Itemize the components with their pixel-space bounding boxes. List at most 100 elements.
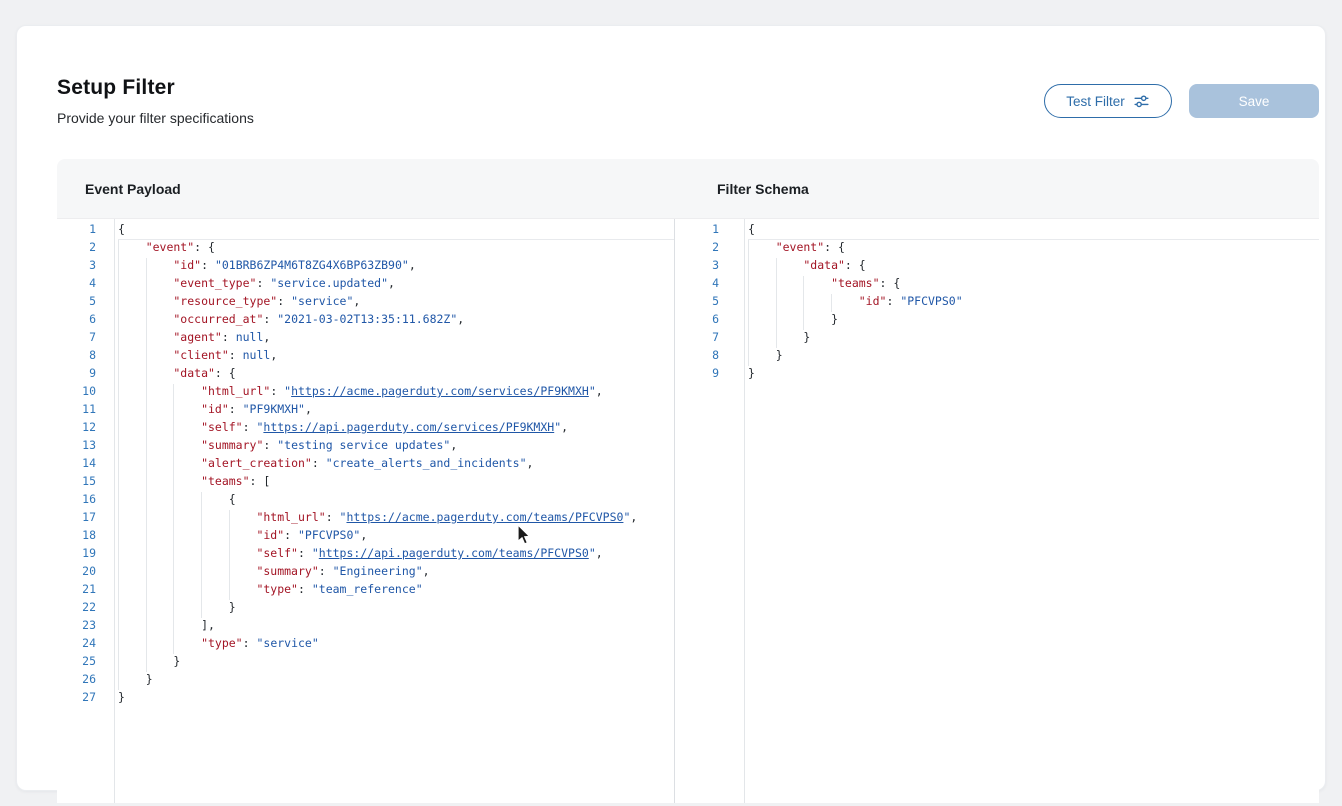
code-line: "id": "PF9KMXH", bbox=[118, 402, 674, 420]
code-link[interactable]: https://acme.pagerduty.com/services/PF9K… bbox=[291, 384, 589, 398]
indent-guide bbox=[803, 276, 831, 294]
code-token: "service" bbox=[291, 294, 354, 308]
code-line: } bbox=[118, 690, 674, 708]
indent-guide bbox=[118, 258, 146, 276]
code-content[interactable]: {"event": {"data": {"teams": {"id": "PFC… bbox=[745, 219, 1319, 803]
code-token: , bbox=[408, 258, 416, 272]
line-number: 20 bbox=[82, 564, 96, 578]
code-line: } bbox=[748, 366, 1319, 384]
indent-guide bbox=[803, 312, 831, 330]
editors-header: Event Payload Filter Schema bbox=[57, 159, 1319, 219]
indent-guide bbox=[775, 294, 804, 312]
code-token: "team_reference" bbox=[311, 582, 423, 596]
indent-guide bbox=[145, 312, 174, 330]
code-line: "occurred_at": "2021-03-02T13:35:11.682Z… bbox=[118, 312, 674, 330]
line-number: 12 bbox=[82, 420, 96, 434]
indent-guide bbox=[145, 636, 174, 654]
code-token: : bbox=[263, 312, 278, 326]
code-token: : { bbox=[194, 240, 215, 254]
line-number: 10 bbox=[82, 384, 96, 398]
code-line: { bbox=[118, 222, 674, 240]
code-link[interactable]: https://api.pagerduty.com/services/PF9KM… bbox=[263, 420, 555, 434]
line-number: 18 bbox=[82, 528, 96, 542]
code-link[interactable]: https://api.pagerduty.com/teams/PFCVPS0 bbox=[318, 546, 589, 560]
indent-guide bbox=[201, 546, 229, 564]
sliders-icon bbox=[1133, 93, 1150, 110]
indent-guide bbox=[173, 564, 201, 582]
setup-filter-card: Setup Filter Provide your filter specifi… bbox=[16, 25, 1326, 803]
code-token: "event" bbox=[145, 240, 195, 254]
code-token: , bbox=[457, 312, 465, 326]
indent-guide bbox=[145, 510, 174, 528]
line-number: 3 bbox=[89, 258, 96, 272]
code-token: : bbox=[311, 456, 326, 470]
indent-guide bbox=[118, 276, 146, 294]
code-token: null bbox=[235, 330, 264, 344]
indent-guide bbox=[118, 240, 146, 258]
indent-guide bbox=[201, 600, 229, 618]
code-line: } bbox=[118, 672, 674, 690]
line-number: 15 bbox=[82, 474, 96, 488]
line-number: 7 bbox=[89, 330, 96, 344]
code-line: ], bbox=[118, 618, 674, 636]
indent-guide bbox=[228, 546, 257, 564]
code-token: { bbox=[228, 492, 236, 506]
line-number: 19 bbox=[82, 546, 96, 560]
code-link[interactable]: https://acme.pagerduty.com/teams/PFCVPS0 bbox=[346, 510, 624, 524]
code-line: } bbox=[748, 348, 1319, 366]
code-content[interactable]: {"event": {"id": "01BRB6ZP4M6T8ZG4X6BP63… bbox=[115, 219, 674, 803]
indent-guide bbox=[118, 474, 146, 492]
line-number: 4 bbox=[712, 276, 719, 290]
indent-guide bbox=[228, 528, 257, 546]
code-token: "create_alerts_and_incidents" bbox=[325, 456, 527, 470]
indent-guide bbox=[775, 276, 804, 294]
code-token: "id" bbox=[858, 294, 887, 308]
code-token: "self" bbox=[256, 546, 298, 560]
line-number: 24 bbox=[82, 636, 96, 650]
code-line: "summary": "Engineering", bbox=[118, 564, 674, 582]
indent-guide bbox=[748, 240, 776, 258]
code-token: "teams" bbox=[201, 474, 250, 488]
code-token: } bbox=[775, 348, 783, 362]
code-token: "data" bbox=[803, 258, 845, 272]
page-subtitle: Provide your filter specifications bbox=[57, 110, 254, 126]
code-token: : bbox=[886, 294, 901, 308]
indent-guide bbox=[118, 420, 146, 438]
code-token: "type" bbox=[201, 636, 243, 650]
line-number: 26 bbox=[82, 672, 96, 686]
code-line: "data": { bbox=[748, 258, 1319, 276]
indent-guide bbox=[173, 474, 201, 492]
test-filter-button[interactable]: Test Filter bbox=[1044, 84, 1172, 118]
indent-guide bbox=[118, 438, 146, 456]
code-token: : bbox=[297, 582, 312, 596]
line-number: 25 bbox=[82, 654, 96, 668]
code-token: } bbox=[831, 312, 838, 326]
code-token: "testing service updates" bbox=[277, 438, 451, 452]
code-token: "html_url" bbox=[256, 510, 326, 524]
indent-guide bbox=[173, 510, 201, 528]
indent-guide bbox=[145, 564, 174, 582]
code-token: "self" bbox=[201, 420, 243, 434]
code-token: : bbox=[325, 510, 340, 524]
indent-guide bbox=[145, 402, 174, 420]
indent-guide bbox=[118, 294, 146, 312]
save-button[interactable]: Save bbox=[1189, 84, 1319, 118]
code-token: "summary" bbox=[256, 564, 319, 578]
code-line: "type": "service" bbox=[118, 636, 674, 654]
code-token: : bbox=[277, 294, 292, 308]
indent-guide bbox=[145, 582, 174, 600]
code-token: { bbox=[118, 222, 125, 236]
indent-guide bbox=[173, 492, 201, 510]
indent-guide bbox=[145, 294, 174, 312]
indent-guide bbox=[118, 456, 146, 474]
code-token: , bbox=[595, 546, 603, 560]
indent-guide bbox=[145, 600, 174, 618]
code-line: "client": null, bbox=[118, 348, 674, 366]
code-token: "01BRB6ZP4M6T8ZG4X6BP63ZB90" bbox=[214, 258, 409, 272]
code-token: "2021-03-02T13:35:11.682Z" bbox=[277, 312, 458, 326]
indent-guide bbox=[118, 600, 146, 618]
code-line: "event_type": "service.updated", bbox=[118, 276, 674, 294]
